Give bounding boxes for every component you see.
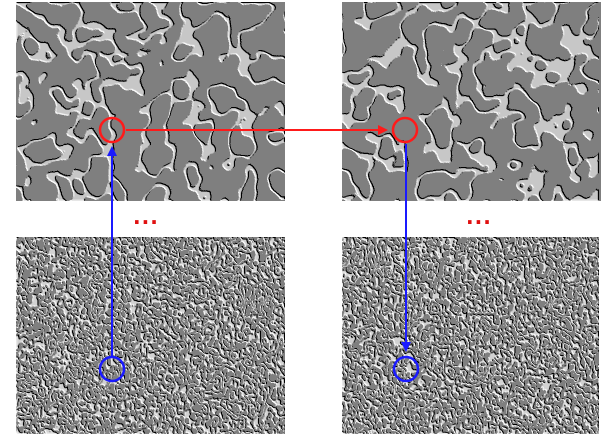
ellipsis-right: ...	[466, 205, 492, 229]
red-circle-top-right	[391, 116, 419, 144]
panel-top-left	[16, 2, 285, 201]
panel-top-right	[342, 2, 601, 201]
red-circle-top-left	[98, 116, 126, 144]
panel-bottom-left	[16, 237, 285, 434]
blue-circle-bottom-left	[98, 355, 126, 383]
panel-bottom-right	[342, 237, 599, 434]
blue-circle-bottom-right	[392, 355, 420, 383]
ellipsis-left: ...	[133, 205, 159, 229]
